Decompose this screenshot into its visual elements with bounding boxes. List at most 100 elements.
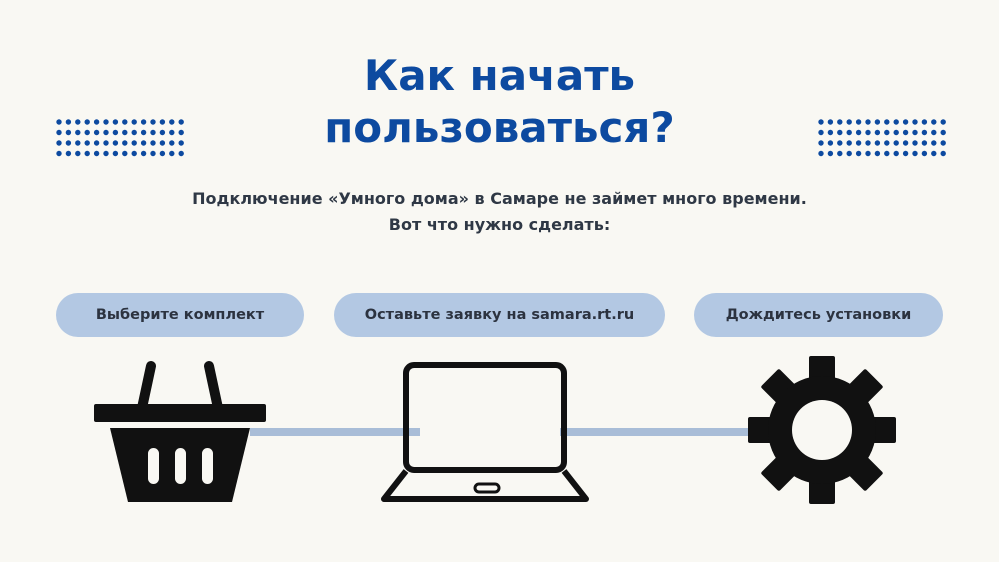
decorative-dot bbox=[902, 140, 909, 146]
decorative-dot bbox=[112, 140, 119, 146]
decorative-dot bbox=[846, 119, 852, 125]
decorative-dot bbox=[75, 119, 81, 125]
decorative-dot bbox=[855, 140, 862, 146]
decorative-dot bbox=[827, 129, 834, 136]
decorative-dot bbox=[84, 150, 90, 157]
decorative-dot bbox=[865, 140, 871, 146]
decorative-dot bbox=[921, 150, 928, 157]
decorative-dot bbox=[159, 150, 166, 157]
page-subtitle: Подключение «Умного дома» в Самаре не за… bbox=[0, 186, 999, 238]
decorative-dot bbox=[827, 119, 834, 125]
step-2-label: Оставьте заявку на samara.rt.ru bbox=[334, 293, 665, 337]
decorative-dot bbox=[837, 129, 843, 136]
decorative-dot bbox=[122, 140, 128, 146]
decorative-dot bbox=[178, 150, 184, 157]
gear-icon bbox=[748, 356, 896, 504]
decorative-dot bbox=[131, 150, 137, 157]
decorative-dot bbox=[122, 150, 128, 157]
decorative-dot bbox=[84, 140, 90, 146]
decorative-dot bbox=[874, 140, 881, 146]
decorative-dot bbox=[827, 140, 834, 146]
decorative-dot bbox=[65, 119, 72, 125]
decorative-dot bbox=[159, 129, 166, 136]
decorative-dot bbox=[169, 150, 175, 157]
decorative-dot bbox=[846, 150, 852, 157]
decorative-dot bbox=[169, 119, 175, 125]
decorative-dot bbox=[884, 150, 890, 157]
decorative-dot bbox=[846, 129, 852, 136]
decorative-dot bbox=[902, 150, 909, 157]
decorative-dot bbox=[893, 150, 899, 157]
decorative-dot bbox=[178, 129, 184, 136]
decorative-dot bbox=[931, 140, 937, 146]
decorative-dot bbox=[131, 140, 137, 146]
decorative-dot bbox=[837, 119, 843, 125]
decorative-dot bbox=[150, 140, 156, 146]
decorative-dot bbox=[884, 119, 890, 125]
title-line-2: пользоваться? bbox=[324, 103, 675, 152]
dot-grid-right bbox=[818, 119, 946, 157]
decorative-dot bbox=[818, 129, 824, 136]
decorative-dot bbox=[912, 150, 918, 157]
decorative-dot bbox=[159, 140, 166, 146]
decorative-dot bbox=[855, 129, 862, 136]
step-3-label: Дождитесь установки bbox=[694, 293, 943, 337]
step-1-label: Выберите комплект bbox=[56, 293, 304, 337]
decorative-dot bbox=[93, 129, 100, 136]
decorative-dot bbox=[921, 119, 928, 125]
decorative-dot bbox=[103, 140, 109, 146]
decorative-dot bbox=[940, 150, 946, 157]
decorative-dot bbox=[827, 150, 834, 157]
decorative-dot bbox=[169, 140, 175, 146]
decorative-dot bbox=[112, 119, 119, 125]
decorative-dot bbox=[150, 119, 156, 125]
decorative-dot bbox=[874, 119, 881, 125]
decorative-dot bbox=[65, 150, 72, 157]
title-line-1: Как начать bbox=[363, 51, 636, 100]
decorative-dot bbox=[846, 140, 852, 146]
decorative-dot bbox=[884, 129, 890, 136]
decorative-dot bbox=[112, 150, 119, 157]
decorative-dot bbox=[56, 119, 62, 125]
decorative-dot bbox=[893, 129, 899, 136]
dot-grid-left bbox=[56, 119, 184, 157]
decorative-dot bbox=[921, 129, 928, 136]
decorative-dot bbox=[178, 140, 184, 146]
decorative-dot bbox=[140, 129, 147, 136]
decorative-dot bbox=[140, 150, 147, 157]
decorative-dot bbox=[103, 150, 109, 157]
decorative-dot bbox=[912, 119, 918, 125]
decorative-dot bbox=[931, 119, 937, 125]
decorative-dot bbox=[818, 119, 824, 125]
decorative-dot bbox=[169, 129, 175, 136]
decorative-dot bbox=[150, 129, 156, 136]
decorative-dot bbox=[112, 129, 119, 136]
decorative-dot bbox=[940, 119, 946, 125]
decorative-dot bbox=[131, 119, 137, 125]
decorative-dot bbox=[75, 129, 81, 136]
decorative-dot bbox=[874, 150, 881, 157]
decorative-dot bbox=[818, 140, 824, 146]
decorative-dot bbox=[93, 140, 100, 146]
page-title: Как начать пользоваться? bbox=[0, 50, 999, 154]
decorative-dot bbox=[912, 140, 918, 146]
decorative-dot bbox=[65, 140, 72, 146]
decorative-dot bbox=[159, 119, 166, 125]
decorative-dot bbox=[150, 150, 156, 157]
decorative-dot bbox=[902, 129, 909, 136]
decorative-dot bbox=[865, 119, 871, 125]
decorative-dot bbox=[75, 150, 81, 157]
decorative-dot bbox=[837, 140, 843, 146]
decorative-dot bbox=[93, 119, 100, 125]
decorative-dot bbox=[893, 140, 899, 146]
decorative-dot bbox=[884, 140, 890, 146]
decorative-dot bbox=[818, 150, 824, 157]
decorative-dot bbox=[893, 119, 899, 125]
decorative-dot bbox=[855, 119, 862, 125]
decorative-dot bbox=[931, 150, 937, 157]
decorative-dot bbox=[122, 119, 128, 125]
decorative-dot bbox=[56, 150, 62, 157]
decorative-dot bbox=[65, 129, 72, 136]
decorative-dot bbox=[855, 150, 862, 157]
decorative-dot bbox=[93, 150, 100, 157]
